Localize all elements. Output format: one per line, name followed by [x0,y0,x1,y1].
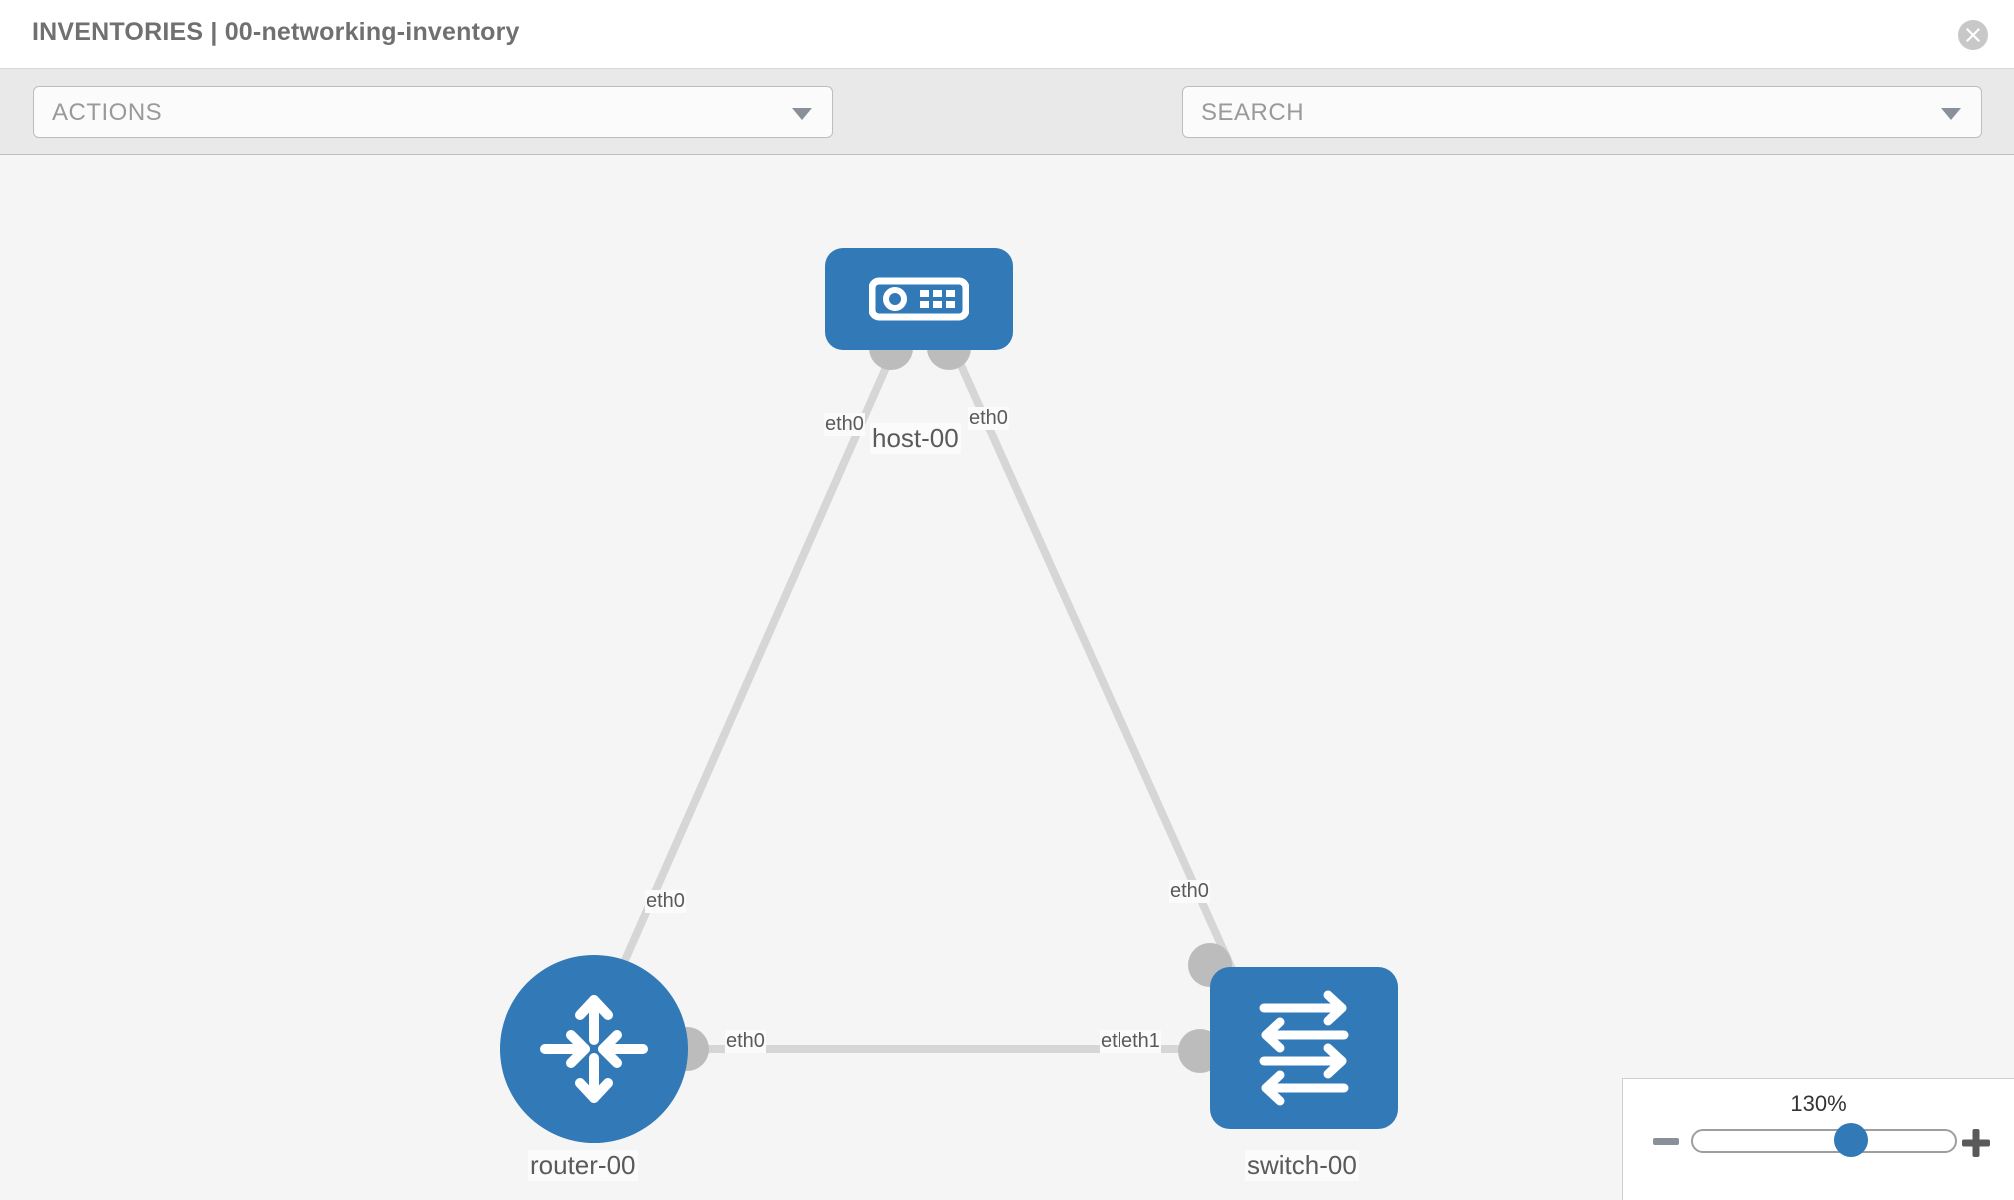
chevron-down-icon[interactable] [1941,108,1961,120]
server-icon [869,277,969,321]
node-label-router-00: router-00 [528,1150,638,1181]
four-arrows-icon [540,995,648,1103]
chevron-down-icon [792,108,812,120]
node-label-switch-00: switch-00 [1245,1150,1359,1181]
edge-label-router-up: eth0 [645,890,686,913]
host-node-shape[interactable] [825,248,1013,350]
close-icon[interactable] [1958,20,1988,50]
zoom-slider[interactable] [1691,1123,1957,1157]
search-input[interactable]: SEARCH [1182,86,1982,138]
zoom-level-value: 130% [1790,1091,1847,1116]
topology-toolbar: ACTIONS SEARCH [0,69,2014,204]
link-host-router[interactable] [596,361,892,1019]
edge-label-switch-left: eth1 [1120,1030,1161,1053]
edge-label-router-right: eth0 [725,1030,766,1053]
edge-label-host-left: eth0 [824,413,865,436]
node-label-host-00: host-00 [870,423,961,454]
minus-icon[interactable] [1651,1127,1681,1162]
zoom-slider-thumb[interactable] [1834,1123,1868,1157]
swap-arrows-icon [1259,990,1349,1106]
page-header: INVENTORIES | 00-networking-inventory [0,0,2014,69]
edge-label-switch-up: eth0 [1169,880,1210,903]
switch-node-shape[interactable] [1210,967,1398,1129]
plus-icon[interactable] [1960,1127,1992,1164]
actions-dropdown[interactable]: ACTIONS [33,86,833,138]
topology-node-switch-00[interactable] [1178,943,1398,1129]
router-node-shape[interactable] [500,955,688,1143]
edge-label-host-right: eth0 [968,407,1009,430]
topology-canvas[interactable]: host-00 router- [0,155,2014,1200]
page-title: INVENTORIES | 00-networking-inventory [32,18,520,46]
search-placeholder: SEARCH [1201,99,1305,126]
zoom-control-panel: 130% [1622,1078,2014,1200]
topology-node-host-00[interactable] [825,248,1013,370]
actions-dropdown-label: ACTIONS [52,99,163,126]
topology-node-router-00[interactable] [500,955,709,1143]
